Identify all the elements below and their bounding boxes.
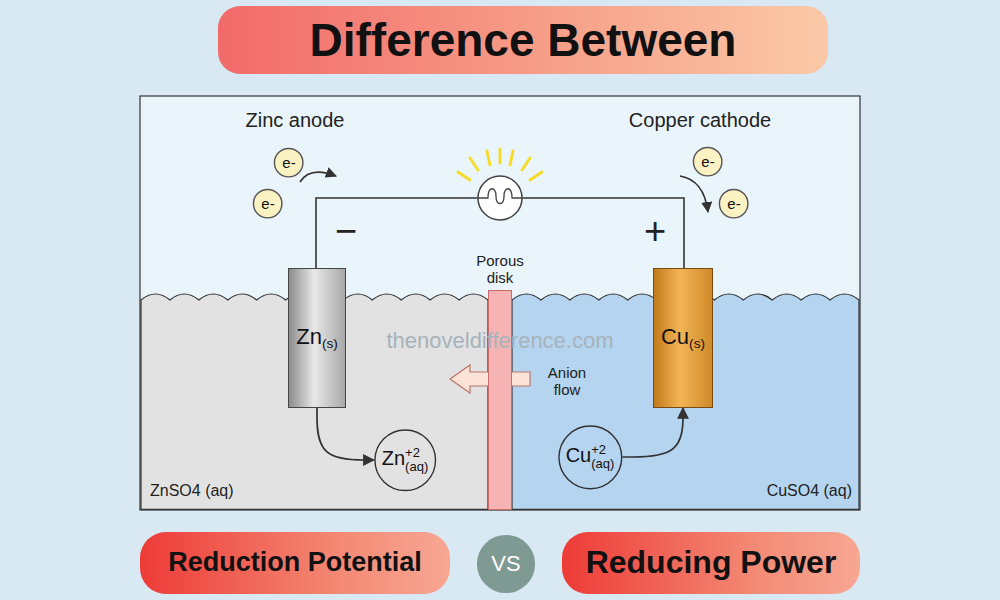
node-content: Cu+2(aq): [566, 443, 615, 472]
zinc-ion-shape: [375, 430, 436, 491]
solution-label: ZnSO4 (aq): [150, 482, 234, 500]
node-content: e-: [701, 154, 714, 171]
bulb-filament: [478, 189, 522, 204]
vs-badge: VS: [476, 534, 536, 594]
node-content: e-: [727, 196, 740, 213]
vs-badge-shape: [477, 535, 535, 593]
node-content: Reduction Potential: [168, 548, 422, 578]
node-label: e-: [727, 195, 740, 212]
copper-ion-shape: [559, 426, 622, 489]
reaction-arrow: [622, 408, 683, 457]
node-label: Cu: [566, 443, 592, 465]
electron-circle: e-: [719, 189, 748, 218]
electron-circle-shape: [254, 190, 282, 218]
flow-label: Anion flow: [540, 364, 594, 399]
node-label: Reducing Power: [586, 544, 837, 580]
electron-circle-shape: [694, 148, 722, 176]
node-label: VS: [491, 551, 520, 576]
node-content: Cu(s): [661, 325, 705, 351]
reaction-arrow: [317, 408, 374, 460]
electron-flow-arrow: [300, 172, 336, 182]
topic-pill: Reduction Potential: [140, 532, 450, 594]
polarity-sign: +: [644, 210, 666, 254]
node-label: e-: [261, 195, 274, 212]
node-label: (aq): [405, 460, 428, 474]
copper-electrode: Cu(s): [653, 268, 713, 408]
electron-circle: e-: [274, 148, 303, 177]
watermark: thenoveldifference.com: [386, 328, 613, 353]
electrode-label: Zinc anode: [246, 109, 345, 132]
node-label: (s): [322, 336, 338, 351]
node-label: e-: [282, 154, 295, 171]
electron-circle: e-: [253, 189, 282, 218]
copper-ion: Cu+2(aq): [558, 425, 623, 490]
node-content: Reducing Power: [586, 545, 837, 580]
light-bulb: [478, 176, 522, 220]
electron-circle-shape: [275, 149, 303, 177]
node-content: Zn(s): [296, 325, 338, 351]
node-label: +2: [405, 446, 420, 460]
node-label: Cu: [661, 324, 689, 349]
porous-disk: Porous disk: [488, 290, 512, 510]
node-label: Zn: [382, 447, 405, 469]
zinc-ion: Zn+2(aq): [374, 429, 436, 491]
node-content: e-: [261, 196, 274, 213]
electron-circle: e-: [693, 147, 722, 176]
node-label: Zn: [296, 324, 322, 349]
node-label: e-: [701, 153, 714, 170]
electron-flow-arrow: [680, 176, 708, 212]
node-content: Zn+2(aq): [382, 446, 428, 475]
node-heading: Porous disk: [468, 252, 532, 287]
node-label: Reduction Potential: [168, 547, 422, 577]
title-banner: Difference Between: [218, 6, 828, 74]
node-label: +2: [591, 443, 606, 457]
topic-pill: Reducing Power: [562, 532, 860, 594]
electrode-label: Copper cathode: [629, 109, 771, 132]
node-label: (aq): [591, 457, 614, 471]
electron-circle-shape: [720, 190, 748, 218]
solution-label: CuSO4 (aq): [767, 482, 852, 500]
polarity-sign: −: [335, 210, 357, 254]
zinc-electrode: Zn(s): [288, 268, 346, 408]
node-content: e-: [282, 155, 295, 172]
node-label: (s): [689, 336, 705, 351]
diagram-panel: [140, 96, 860, 510]
node-content: VS: [491, 552, 520, 576]
